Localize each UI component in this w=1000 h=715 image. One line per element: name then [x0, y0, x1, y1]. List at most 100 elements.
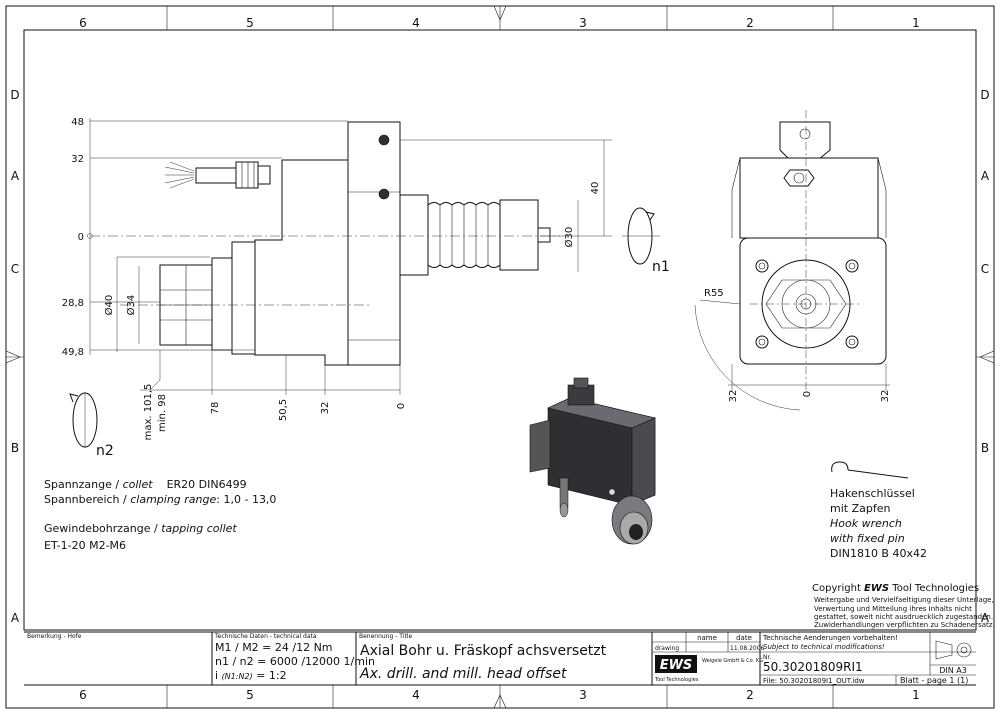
svg-text:i (N1:N2) = 1:2: i (N1:N2) = 1:2 — [215, 669, 287, 682]
drive-shank — [399, 194, 429, 276]
tech-data-ratio: = 1:2 — [253, 669, 287, 682]
dim-bottom-32: 32 — [320, 402, 331, 415]
row-label: B — [11, 441, 19, 455]
copyright-notice-3: gestattet, soweit nicht ausdruecklich zu… — [814, 613, 993, 621]
column-label: 6 — [79, 688, 87, 702]
hook-wrench: Hakenschlüssel mit Zapfen Hook wrench wi… — [830, 461, 927, 560]
date-header: date — [736, 634, 752, 642]
hook-wrench-line3: Hook wrench — [830, 517, 902, 530]
copyright-suffix: Tool Technologies — [889, 583, 979, 594]
dim-bottom-0: 0 — [396, 403, 407, 409]
sheet-page: Blatt - page 1 (1) — [900, 676, 968, 685]
collet-label-en: collet — [123, 478, 154, 491]
row-label: A — [981, 611, 990, 625]
copyright-notice: Copyright EWS Tool Technologies Weiterga… — [812, 583, 995, 629]
column-label: 5 — [246, 16, 254, 30]
rotation-arrow-n1-icon — [622, 207, 660, 265]
dim-left-48: 48 — [71, 117, 84, 128]
housing-body — [254, 121, 401, 366]
row-label: A — [11, 169, 20, 183]
svg-text:Gewindebohrzange / tapping col: Gewindebohrzange / tapping collet — [44, 522, 237, 535]
hook-wrench-line2: mit Zapfen — [830, 502, 890, 515]
tech-data-torque: M1 / M2 = 24 /12 Nm — [215, 641, 333, 654]
isometric-render — [529, 377, 656, 545]
row-label: B — [981, 441, 989, 455]
title-german: Axial Bohr u. Fräskopf achsversetzt — [360, 643, 607, 659]
copyright-notice-1: Weitergabe und Vervielfaeltigung dieser … — [814, 596, 994, 604]
tapping-value: ET-1-20 M2-M6 — [44, 539, 126, 552]
dim-bottom-min: min. 98 — [157, 394, 168, 432]
tech-data-speed: n1 / n2 = 6000 /12000 1/min — [215, 655, 375, 668]
copyright-brand: EWS — [864, 583, 889, 594]
drawing-number: 50.30201809RI1 — [763, 660, 863, 674]
collet-label-de: Spannzange / — [44, 478, 123, 491]
range-value: : 1,0 - 13,0 — [216, 493, 276, 506]
column-label: 4 — [412, 16, 420, 30]
file-name: File: 50.30201809I1_OUT.idw — [763, 677, 865, 685]
paper-standard: DIN A3 — [939, 666, 967, 675]
row-label: C — [981, 262, 989, 276]
column-label: 3 — [579, 16, 587, 30]
dim-right-40: 40 — [590, 182, 601, 195]
center-mark-top-icon — [493, 5, 507, 21]
name-header: name — [697, 634, 717, 642]
row-label: A — [981, 169, 990, 183]
column-label: 2 — [746, 16, 754, 30]
column-label: 5 — [246, 688, 254, 702]
copyright-notice-4: Zuwiderhandlungen verpflichten zu Schade… — [814, 621, 995, 629]
center-mark-bottom-icon — [493, 694, 507, 709]
row-label: C — [11, 262, 19, 276]
rotation-label-n2: n2 — [96, 443, 114, 459]
coolant-nozzle — [164, 161, 271, 189]
tech-data-ratio-note: (N1:N2) — [222, 672, 253, 681]
frame-column-ticks — [166, 6, 834, 708]
tech-data-ratio-prefix: i — [215, 669, 222, 682]
rotation-label-n1: n1 — [652, 259, 670, 275]
front-dim-right-32: 32 — [880, 390, 891, 403]
row-label: D — [980, 88, 989, 102]
front-dim-left-32: 32 — [728, 390, 739, 403]
dim-diameter-34: Ø34 — [125, 295, 137, 316]
projection-symbol-icon — [935, 640, 972, 660]
dim-left-28-8: 28,8 — [62, 298, 84, 309]
radius-label-r55: R55 — [704, 288, 724, 299]
dim-diameter-30: Ø30 — [563, 227, 575, 248]
ews-logo-subtitle: Tool Technologies — [654, 677, 699, 683]
copyright-prefix: Copyright — [812, 583, 864, 594]
svg-text:Copyright EWS Tool Technologie: Copyright EWS Tool Technologies — [812, 583, 979, 594]
tech-data-label: Technische Daten - technical data — [214, 633, 317, 640]
title-english: Ax. drill. and mill. head offset — [359, 666, 567, 682]
number-label: Nr. — [763, 654, 771, 661]
side-view: 48 32 0 28,8 49,8 Ø40 Ø34 Ø30 40 max. 10… — [62, 117, 670, 459]
dim-left-0: 0 — [78, 232, 84, 243]
ews-logo — [655, 655, 697, 673]
tapping-label-en: tapping collet — [161, 522, 237, 535]
change-notice-de: Technische Aenderungen vorbehalten! — [762, 634, 898, 642]
copyright-notice-2: Verwertung und Mitteilung ihres Inhalts … — [814, 605, 972, 613]
remark-label: Bemerkung - Hofe — [27, 633, 82, 640]
spindle-flange-left — [231, 241, 256, 355]
ews-logo-text: EWS — [660, 658, 693, 673]
drawing-label: drawing — [655, 645, 679, 652]
hook-wrench-line5: DIN1810 B 40x42 — [830, 547, 927, 560]
ews-address: Weigele GmbH & Co. KG — [702, 658, 763, 664]
front-housing-top — [739, 157, 879, 239]
tapping-label-de: Gewindebohrzange / — [44, 522, 161, 535]
row-label: D — [10, 88, 19, 102]
column-label: 1 — [912, 16, 920, 30]
front-view: R55 32 0 32 — [694, 110, 891, 411]
svg-text:Spannbereich / clamping range:: Spannbereich / clamping range: 1,0 - 13,… — [44, 493, 276, 506]
hook-wrench-icon — [831, 461, 909, 479]
mounting-lug — [779, 121, 831, 161]
dim-left-49-8: 49,8 — [62, 347, 84, 358]
column-label: 6 — [79, 16, 87, 30]
column-label: 2 — [746, 688, 754, 702]
column-label: 1 — [912, 688, 920, 702]
column-label: 4 — [412, 688, 420, 702]
hook-wrench-line1: Hakenschlüssel — [830, 487, 915, 500]
title-block: Bemerkung - Hofe Technische Daten - tech… — [24, 631, 976, 686]
dim-left-32: 32 — [71, 154, 84, 165]
row-label: A — [11, 611, 20, 625]
